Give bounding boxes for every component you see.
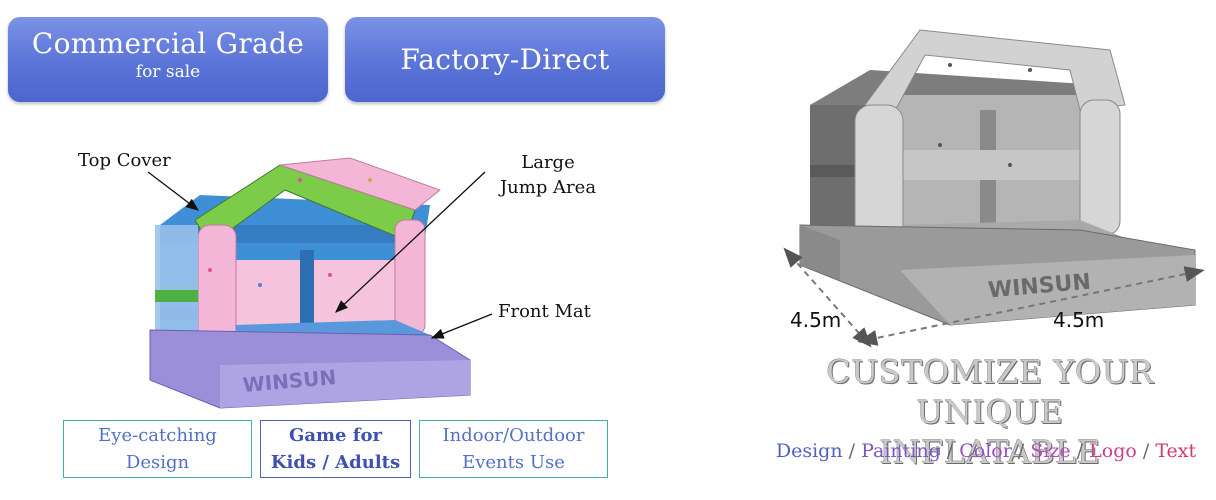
customize-headline-line1: CUSTOMIZE YOUR UNIQUE xyxy=(826,353,1154,431)
depth-dimension-line xyxy=(783,247,872,348)
option-separator: / xyxy=(1136,440,1156,462)
option-design: Design xyxy=(775,440,843,462)
option-logo: Logo xyxy=(1089,440,1137,462)
option-size: Size xyxy=(1030,440,1071,462)
large-jump-line1: Large xyxy=(521,152,575,173)
callout-arrows xyxy=(147,171,493,339)
jump-area-arrow xyxy=(335,171,486,313)
feature-indoor-line1: Indoor/Outdoor xyxy=(442,425,585,446)
top-cover-label: Top Cover xyxy=(78,150,171,171)
feature-indoor-line2: Events Use xyxy=(462,452,565,473)
commercial-grade-subtitle: for sale xyxy=(135,62,201,82)
factory-direct-title: Factory-Direct xyxy=(400,43,610,76)
option-separator: / xyxy=(1011,440,1031,462)
feature-game-line1: Game for xyxy=(288,425,383,446)
option-separator: / xyxy=(1070,440,1090,462)
width-dimension-line xyxy=(857,266,1205,346)
feature-game-for-kids-adults: Game for Kids / Adults xyxy=(260,420,411,478)
commercial-grade-title: Commercial Grade xyxy=(31,27,305,60)
option-painting: Painting xyxy=(861,440,941,462)
top-cover-arrow xyxy=(147,171,200,211)
factory-direct-badge: Factory-Direct xyxy=(345,17,665,102)
feature-game-line2: Kids / Adults xyxy=(270,452,401,473)
large-jump-area-label: Large Jump Area xyxy=(488,150,608,200)
option-color: Color xyxy=(959,440,1012,462)
width-dimension-label: 4.5m xyxy=(1053,308,1105,332)
depth-dimension-label: 4.5m xyxy=(790,308,842,332)
colored-bounce-house-image: WINSUN xyxy=(149,157,471,409)
option-separator: / xyxy=(940,440,960,462)
feature-eye-catching: Eye-catching Design xyxy=(63,420,252,478)
feature-eye-line2: Design xyxy=(125,452,190,473)
commercial-grade-badge: Commercial Grade for sale xyxy=(8,17,328,102)
feature-eye-line1: Eye-catching xyxy=(98,425,217,446)
option-separator: / xyxy=(842,440,862,462)
front-mat-arrow xyxy=(430,313,493,339)
front-mat-label: Front Mat xyxy=(498,301,591,322)
feature-indoor-outdoor: Indoor/Outdoor Events Use xyxy=(419,420,608,478)
dimension-arrows xyxy=(783,247,1205,348)
large-jump-line2: Jump Area xyxy=(499,177,597,198)
option-text: Text xyxy=(1155,440,1197,462)
customize-options-list: Design / Painting / Color / Size / Logo … xyxy=(760,440,1212,462)
customize-headline-line2: INFLATABLE xyxy=(879,433,1101,471)
customize-headline: CUSTOMIZE YOUR UNIQUE INFLATABLE xyxy=(760,352,1216,472)
